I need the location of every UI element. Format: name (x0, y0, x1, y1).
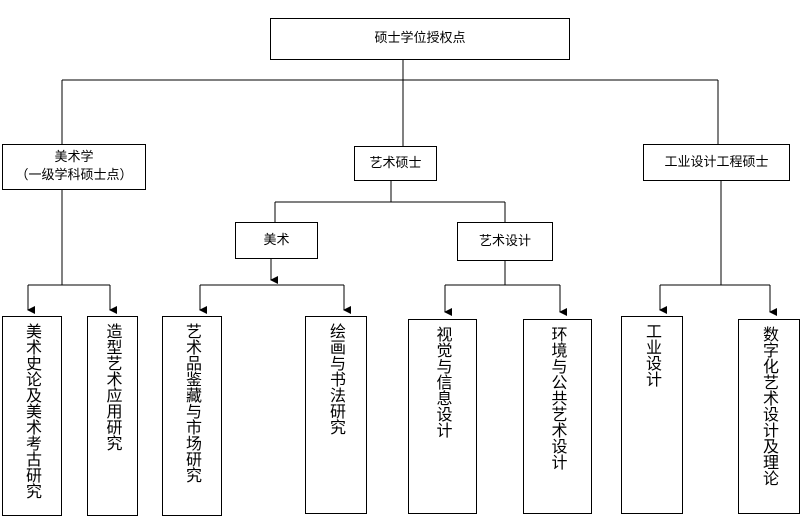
node-yishu-sheji: 艺术设计 (457, 222, 553, 261)
leaf-gongye-sheji-label: 工业设计 (643, 323, 662, 387)
leaf-zaoxing-yishu-label: 造型艺术应用研究 (103, 323, 123, 451)
node-gongye-sheji-label: 工业设计工程硕士 (664, 154, 769, 170)
leaf-huanjing-gonggong: 环境与公共艺术设计 (523, 319, 592, 514)
root-node: 硕士学位授权点 (270, 18, 570, 60)
node-meishuxue-sublabel: （一级学科硕士点） (15, 168, 133, 183)
leaf-yishupin-jiancang: 艺术品鉴藏与市场研究 (162, 316, 222, 516)
node-yishu-shuoshi: 艺术硕士 (354, 146, 437, 181)
node-meishuxue-label: 美术学 (54, 150, 94, 166)
leaf-shijue-xinxi: 视觉与信息设计 (408, 319, 477, 514)
node-gongye-sheji: 工业设计工程硕士 (643, 144, 790, 181)
leaf-meishu-shilun: 美术史论及美术考古研究 (2, 316, 62, 516)
leaf-meishu-shilun-label: 美术史论及美术考古研究 (23, 323, 42, 499)
node-meishu-label: 美术 (263, 232, 290, 248)
leaf-yishupin-jiancang-label: 艺术品鉴藏与市场研究 (183, 323, 202, 483)
leaf-gongye-sheji: 工业设计 (621, 316, 683, 514)
leaf-huihua-shufa-label: 绘画与书法研究 (327, 323, 346, 435)
root-label: 硕士学位授权点 (374, 31, 466, 47)
node-meishuxue: 美术学 （一级学科硕士点） (2, 144, 146, 190)
leaf-shuzihua-yishu: 数字化艺术设计及理论 (738, 319, 800, 514)
leaf-huanjing-gonggong-label: 环境与公共艺术设计 (548, 326, 568, 470)
leaf-shijue-xinxi-label: 视觉与信息设计 (433, 326, 453, 438)
node-meishu: 美术 (235, 222, 318, 259)
leaf-huihua-shufa: 绘画与书法研究 (305, 316, 367, 514)
node-yishu-shuoshi-label: 艺术硕士 (369, 155, 422, 171)
leaf-shuzihua-yishu-label: 数字化艺术设计及理论 (760, 326, 779, 486)
leaf-zaoxing-yishu: 造型艺术应用研究 (87, 316, 138, 516)
node-yishu-sheji-label: 艺术设计 (478, 233, 531, 249)
